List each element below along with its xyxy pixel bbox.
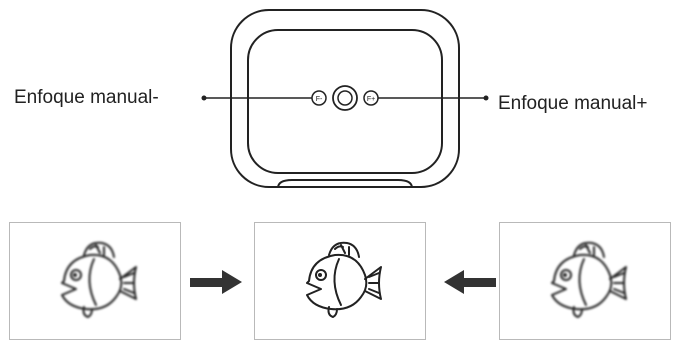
device-inner-panel — [247, 29, 443, 174]
fish-icon — [61, 241, 137, 318]
focus-minus-button[interactable] — [311, 90, 327, 106]
focus-minus-button-label: F- — [316, 96, 323, 103]
arrow-right-icon — [190, 270, 242, 294]
panel-blurred-right — [499, 222, 671, 340]
panel-blurred-left — [9, 222, 181, 340]
projector-top-view: F- F+ — [201, 9, 489, 189]
focus-minus-label: Enfoque manual- — [14, 87, 159, 108]
fish-icon — [306, 241, 382, 318]
arrow-left-icon — [444, 270, 496, 294]
fish-icon — [551, 241, 627, 318]
panel-focused-center — [254, 222, 426, 340]
focus-plus-label: Enfoque manual+ — [498, 93, 648, 114]
focus-plus-button[interactable] — [363, 90, 379, 106]
focus-plus-button-label: F+ — [367, 96, 375, 103]
leader-dot-plus — [483, 95, 489, 101]
power-button-outer[interactable] — [332, 85, 358, 111]
power-button-inner — [337, 90, 353, 106]
device-foot — [277, 179, 413, 189]
leader-dot-minus — [201, 95, 207, 101]
